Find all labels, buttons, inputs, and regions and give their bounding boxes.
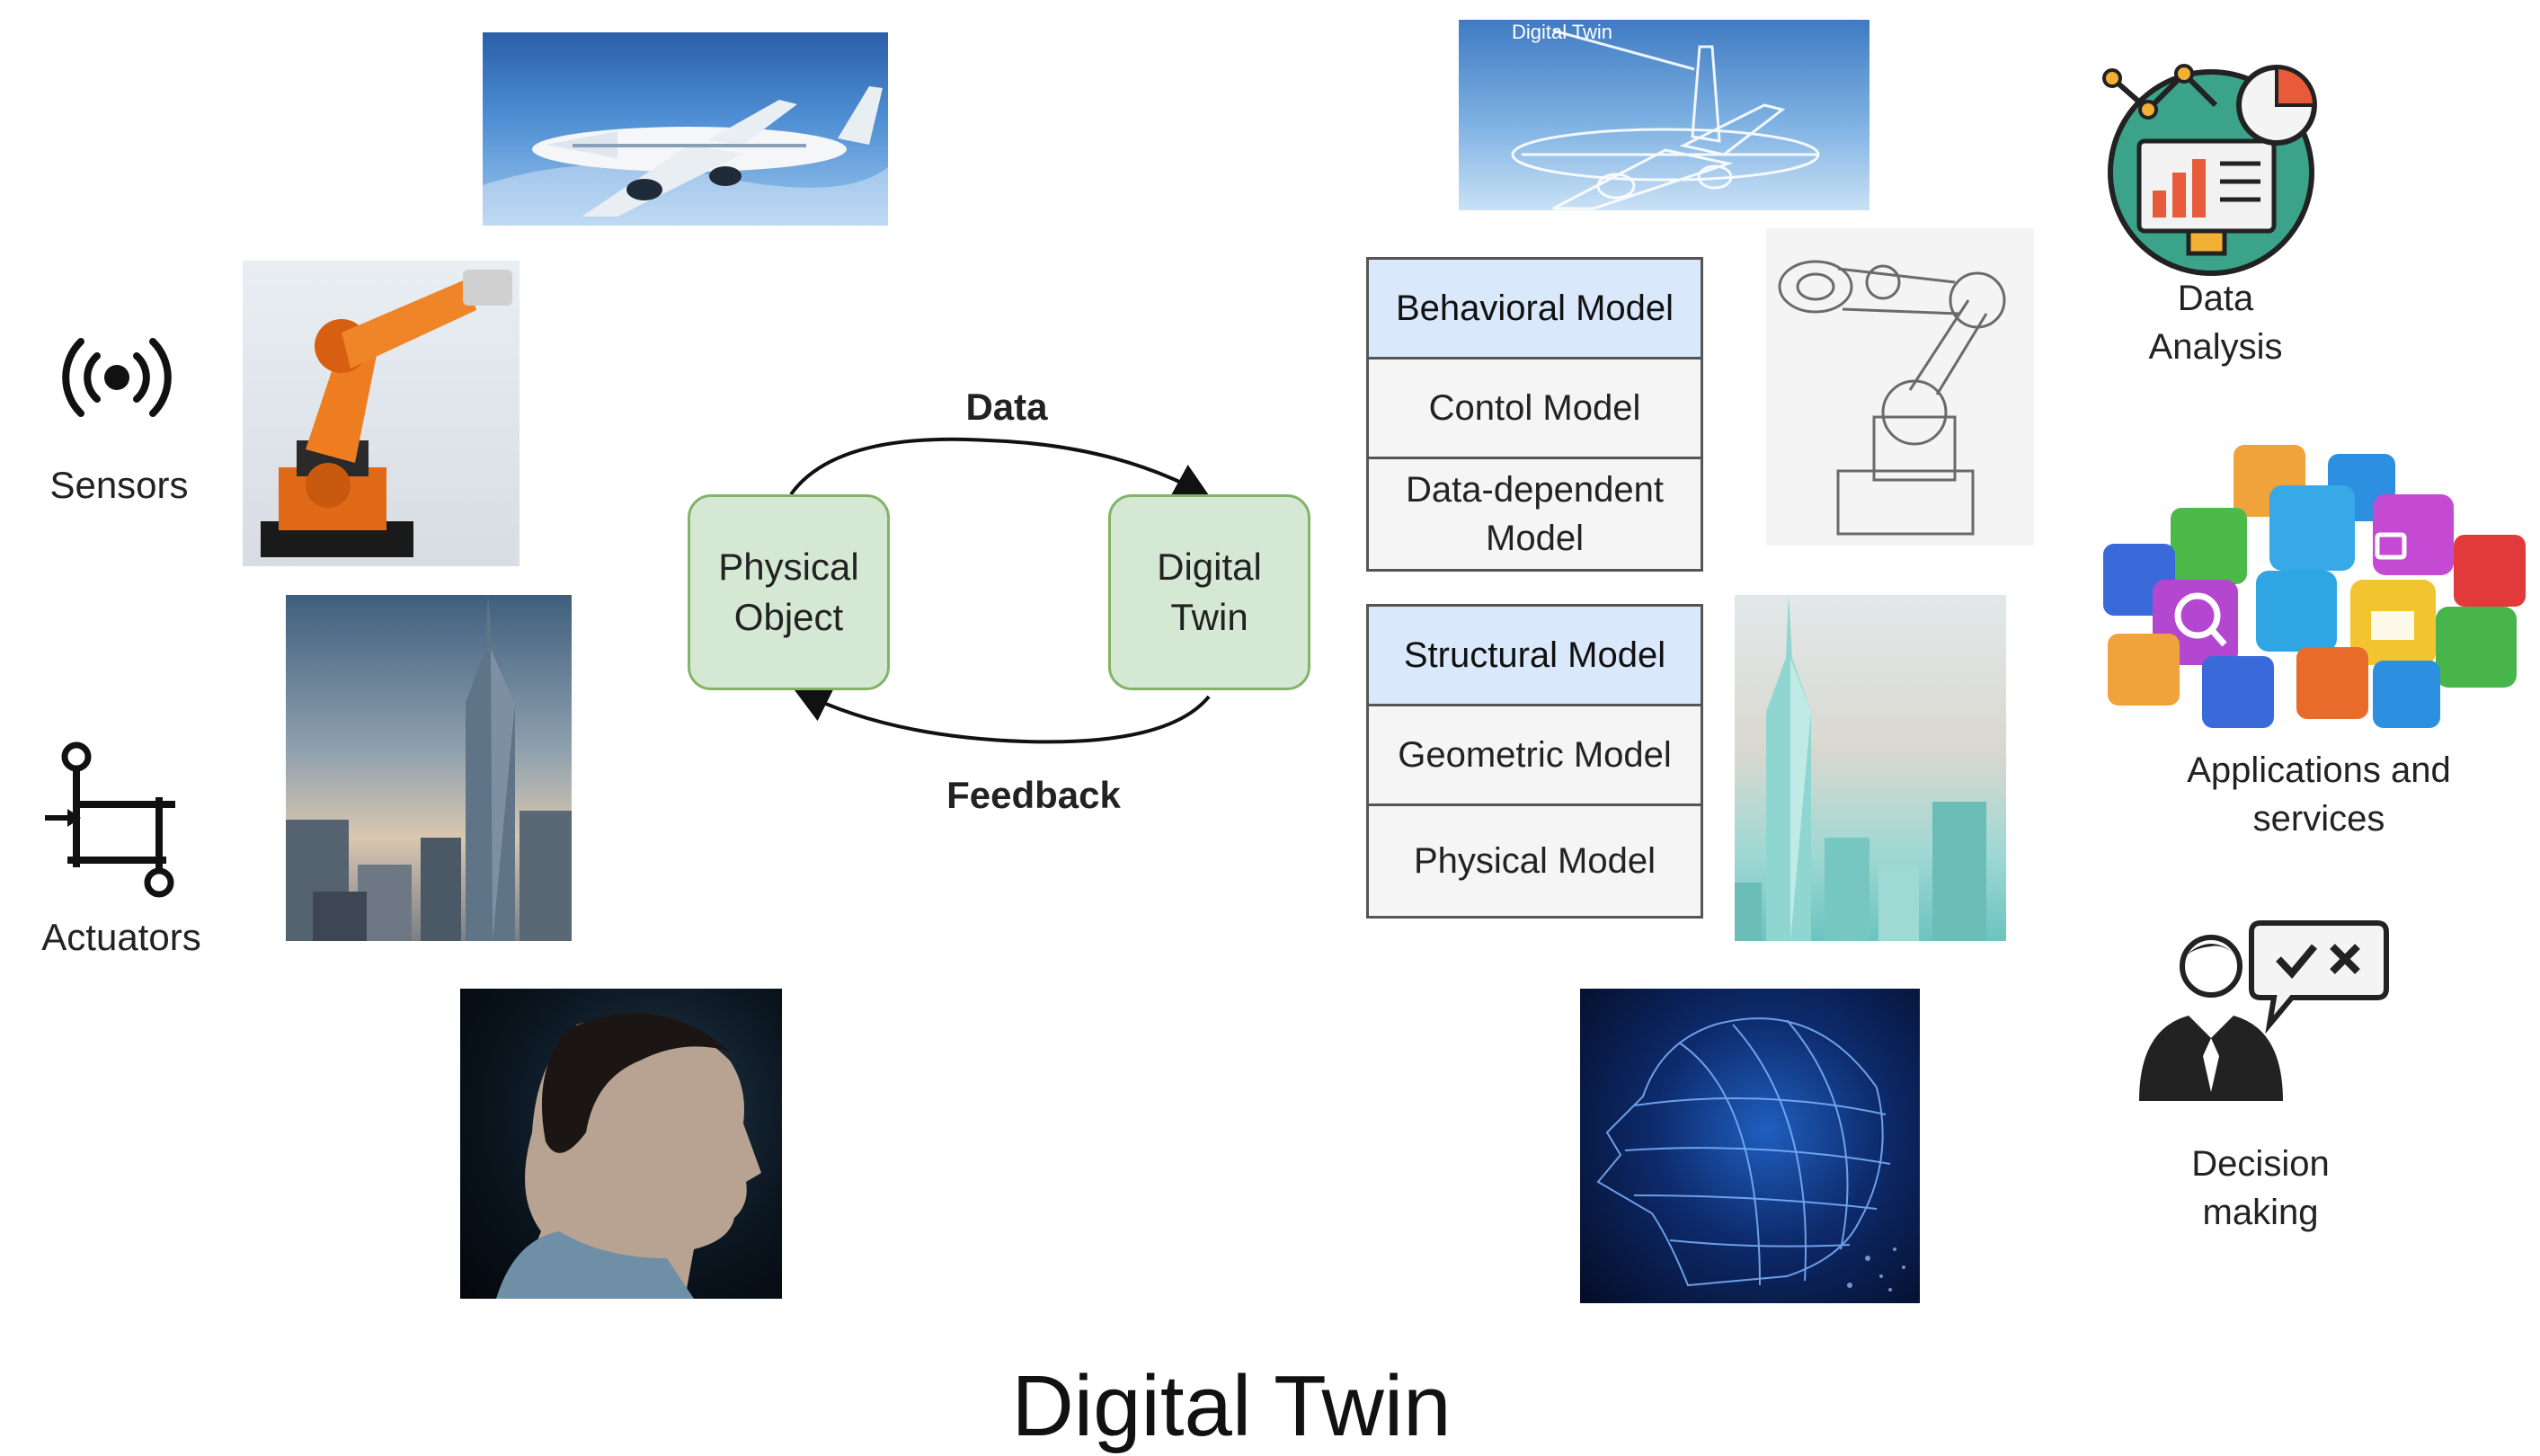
airplane-wireframe: Digital Twin: [1459, 20, 1869, 210]
figure-title: Digital Twin: [1011, 1358, 1452, 1454]
structural-model-group: Structural Model Geometric Model Physica…: [1366, 604, 1703, 919]
actuators-label: Actuators: [41, 916, 201, 958]
data-feedback-cycle: [789, 437, 1212, 744]
behavioral-model-group: Behavioral Model Contol Model Data-depen…: [1366, 257, 1703, 572]
physical-object-label: Physical Object: [718, 546, 859, 638]
airplane-photo: [483, 32, 888, 226]
physical-model-cell: Physical Model: [1369, 806, 1701, 916]
data-analysis-icon: [2102, 64, 2317, 276]
person-profile-photo: [460, 989, 782, 1299]
sensors-icon: [62, 338, 172, 417]
data-dependent-model-cell: Data-dependent Model: [1369, 459, 1701, 569]
applications-icon: [2103, 445, 2526, 728]
control-model-cell: Contol Model: [1369, 360, 1701, 459]
digital-twin-label: Digital Twin: [1157, 546, 1262, 638]
data-analysis-label: Data Analysis: [2148, 279, 2283, 367]
feedback-label: Feedback: [946, 774, 1121, 816]
applications-label: Applications and services: [2187, 750, 2451, 839]
wireframe-head: [1580, 989, 1920, 1303]
skyscraper-photo: [286, 595, 572, 941]
data-arrow: [789, 437, 1212, 498]
actuators-icon: [45, 741, 175, 898]
structural-model-cell: Structural Model: [1369, 607, 1701, 706]
physical-object-node: Physical Object: [688, 494, 890, 690]
feedback-arrow: [793, 688, 1211, 744]
decision-making-icon: [2139, 920, 2389, 1101]
skyscraper-digital: [1735, 595, 2006, 941]
sensors-label: Sensors: [49, 464, 189, 506]
robot-sketch: [1766, 228, 2034, 546]
data-label: Data: [965, 386, 1048, 428]
behavioral-model-cell: Behavioral Model: [1369, 260, 1701, 360]
digital-twin-node: Digital Twin: [1108, 494, 1310, 690]
decision-making-label: Decision making: [2191, 1144, 2330, 1232]
geometric-model-cell: Geometric Model: [1369, 706, 1701, 806]
digital-twin-caption: Digital Twin: [1511, 21, 1613, 43]
industrial-robot-photo: [243, 261, 520, 566]
